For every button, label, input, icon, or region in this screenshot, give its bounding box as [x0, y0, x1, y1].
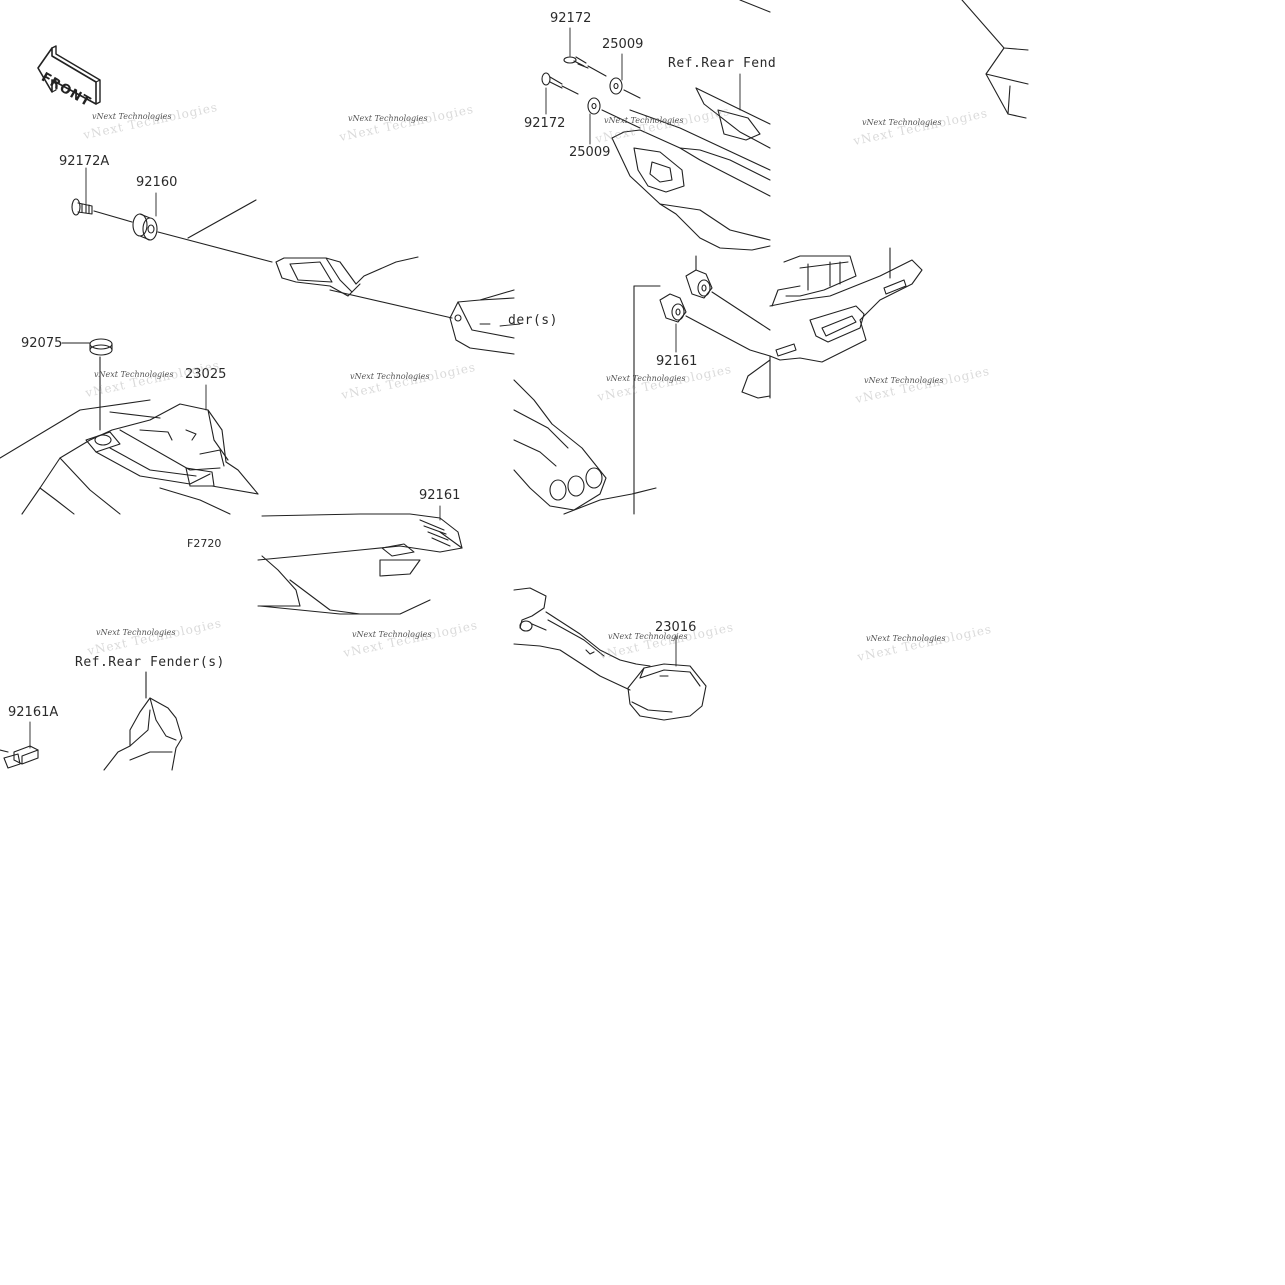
fender-panel-lower-left-shape — [103, 671, 183, 771]
fender-piece-mid-shape — [449, 289, 515, 355]
grommet-92161-center-shape — [659, 255, 771, 357]
part-label-92075[interactable]: 92075 — [21, 336, 63, 351]
part-label-92160[interactable]: 92160 — [136, 175, 178, 190]
part-label-25009-top[interactable]: 25009 — [602, 37, 644, 52]
fender-corner-far-right-shape — [961, 0, 1029, 119]
part-label-92172-mid[interactable]: 92172 — [524, 116, 566, 131]
part-label-92172a[interactable]: 92172A — [59, 154, 110, 169]
part-label-92172-top[interactable]: 92172 — [550, 11, 592, 26]
tail-light-23016-shape — [513, 587, 707, 721]
part-label-92161a[interactable]: 92161A — [8, 705, 59, 720]
front-arrow-icon — [37, 45, 101, 105]
cowl-lower-center-shape — [257, 513, 463, 615]
washer-25009-mid-shape — [587, 97, 641, 129]
grommet-92160-shape — [132, 213, 158, 241]
part-label-92161-center[interactable]: 92161 — [656, 354, 698, 369]
screw-92172-top-shape — [563, 56, 607, 77]
leader-lines — [29, 27, 741, 749]
ref-label-rear-fender-bottom: Ref.Rear Fender(s) — [75, 655, 225, 670]
part-label-25009-mid[interactable]: 25009 — [569, 145, 611, 160]
ref-label-rear-fender-top: Ref.Rear Fend — [668, 56, 777, 71]
part-label-92161-lower[interactable]: 92161 — [419, 488, 461, 503]
bracket-upper-left-shape — [275, 256, 419, 297]
screw-92172-mid-shape — [541, 72, 579, 95]
part-label-23016[interactable]: 23016 — [655, 620, 697, 635]
ref-label-rear-fender-mid: der(s) — [508, 313, 558, 328]
grommet-92075-shape — [89, 338, 113, 356]
washer-25009-top-shape — [609, 77, 641, 99]
housing-23025-shape — [0, 399, 259, 515]
part-label-23025[interactable]: 23025 — [185, 367, 227, 382]
connector-92161a-shape — [0, 745, 39, 769]
license-bracket-shape — [741, 247, 923, 399]
screw-92172a-shape — [71, 198, 93, 216]
tail-section-shape — [513, 285, 661, 515]
fender-bracket-top-shape — [611, 0, 771, 251]
figure-code: F2720 — [187, 537, 222, 550]
